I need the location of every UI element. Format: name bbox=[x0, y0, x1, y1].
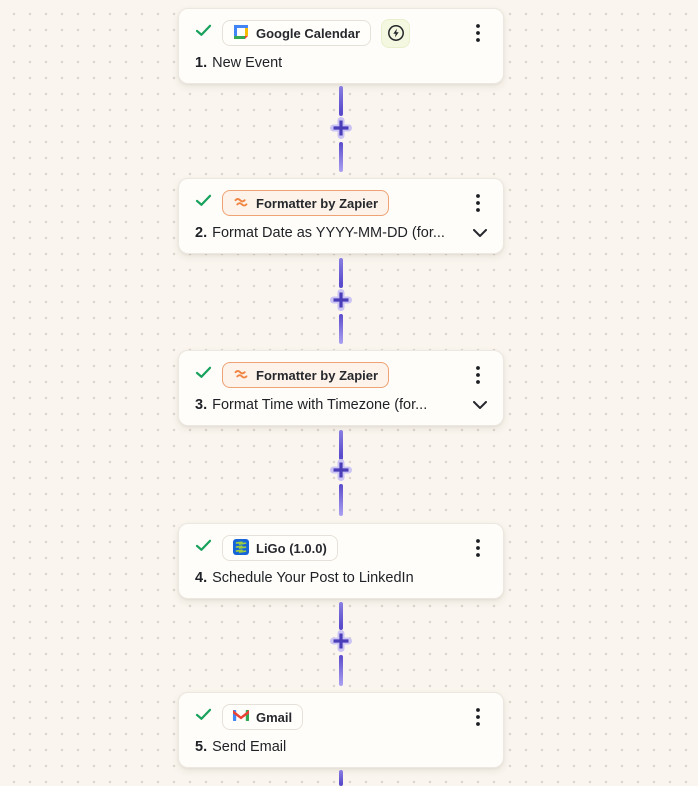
connector-line bbox=[339, 86, 343, 116]
step-card-2[interactable]: Formatter by Zapier 2. Format Date as YY… bbox=[178, 178, 504, 254]
connector-line bbox=[339, 655, 343, 686]
app-pill-label: LiGo (1.0.0) bbox=[256, 540, 327, 556]
step-menu-button[interactable] bbox=[469, 21, 487, 45]
success-check-icon bbox=[195, 708, 212, 726]
step-title: New Event bbox=[212, 55, 283, 71]
formatter-waves-icon bbox=[233, 366, 249, 385]
step-card-4[interactable]: LiGo (1.0.0) 4. Schedule Your Post to Li… bbox=[178, 523, 504, 599]
add-step-button[interactable] bbox=[330, 117, 352, 139]
step-menu-button[interactable] bbox=[469, 536, 487, 560]
ligo-icon bbox=[233, 538, 249, 558]
step-card-1[interactable]: Google Calendar 1. New Event bbox=[178, 8, 504, 84]
add-step-button[interactable] bbox=[330, 630, 352, 652]
chevron-down-icon[interactable] bbox=[473, 401, 487, 409]
success-check-icon bbox=[195, 194, 212, 212]
google-calendar-icon bbox=[233, 24, 249, 43]
app-pill-google-calendar: Google Calendar bbox=[222, 20, 372, 46]
app-pill-ligo: LiGo (1.0.0) bbox=[222, 535, 338, 561]
app-pill-formatter: Formatter by Zapier bbox=[222, 190, 390, 216]
gmail-icon bbox=[233, 709, 249, 725]
app-pill-label: Formatter by Zapier bbox=[256, 367, 379, 383]
connector-line bbox=[339, 430, 343, 460]
app-pill-label: Gmail bbox=[256, 709, 293, 725]
step-number: 5. bbox=[195, 739, 208, 755]
step-title: Format Date as YYYY-MM-DD (for... bbox=[212, 225, 445, 241]
step-number: 3. bbox=[195, 397, 208, 413]
connector-line bbox=[339, 142, 343, 172]
step-card-3[interactable]: Formatter by Zapier 3. Format Time with … bbox=[178, 350, 504, 426]
step-menu-button[interactable] bbox=[469, 705, 487, 729]
step-menu-button[interactable] bbox=[469, 363, 487, 387]
chevron-down-icon[interactable] bbox=[473, 229, 487, 237]
step-number: 2. bbox=[195, 225, 208, 241]
step-title: Send Email bbox=[212, 739, 287, 755]
instant-trigger-icon bbox=[381, 18, 411, 48]
add-step-button[interactable] bbox=[330, 289, 352, 311]
connector-line bbox=[339, 602, 343, 630]
success-check-icon bbox=[195, 539, 212, 557]
step-number: 1. bbox=[195, 55, 208, 71]
step-title: Format Time with Timezone (for... bbox=[212, 397, 428, 413]
app-pill-gmail: Gmail bbox=[222, 704, 304, 730]
app-pill-label: Formatter by Zapier bbox=[256, 195, 379, 211]
step-title: Schedule Your Post to LinkedIn bbox=[212, 570, 414, 586]
app-pill-label: Google Calendar bbox=[256, 25, 361, 41]
formatter-waves-icon bbox=[233, 194, 249, 213]
connector-line bbox=[339, 770, 343, 786]
add-step-button[interactable] bbox=[330, 459, 352, 481]
step-menu-button[interactable] bbox=[469, 191, 487, 215]
connector-line bbox=[339, 484, 343, 516]
success-check-icon bbox=[195, 24, 212, 42]
connector-line bbox=[339, 314, 343, 344]
step-number: 4. bbox=[195, 570, 208, 586]
step-card-5[interactable]: Gmail 5. Send Email bbox=[178, 692, 504, 768]
app-pill-formatter: Formatter by Zapier bbox=[222, 362, 390, 388]
success-check-icon bbox=[195, 366, 212, 384]
connector-line bbox=[339, 258, 343, 288]
